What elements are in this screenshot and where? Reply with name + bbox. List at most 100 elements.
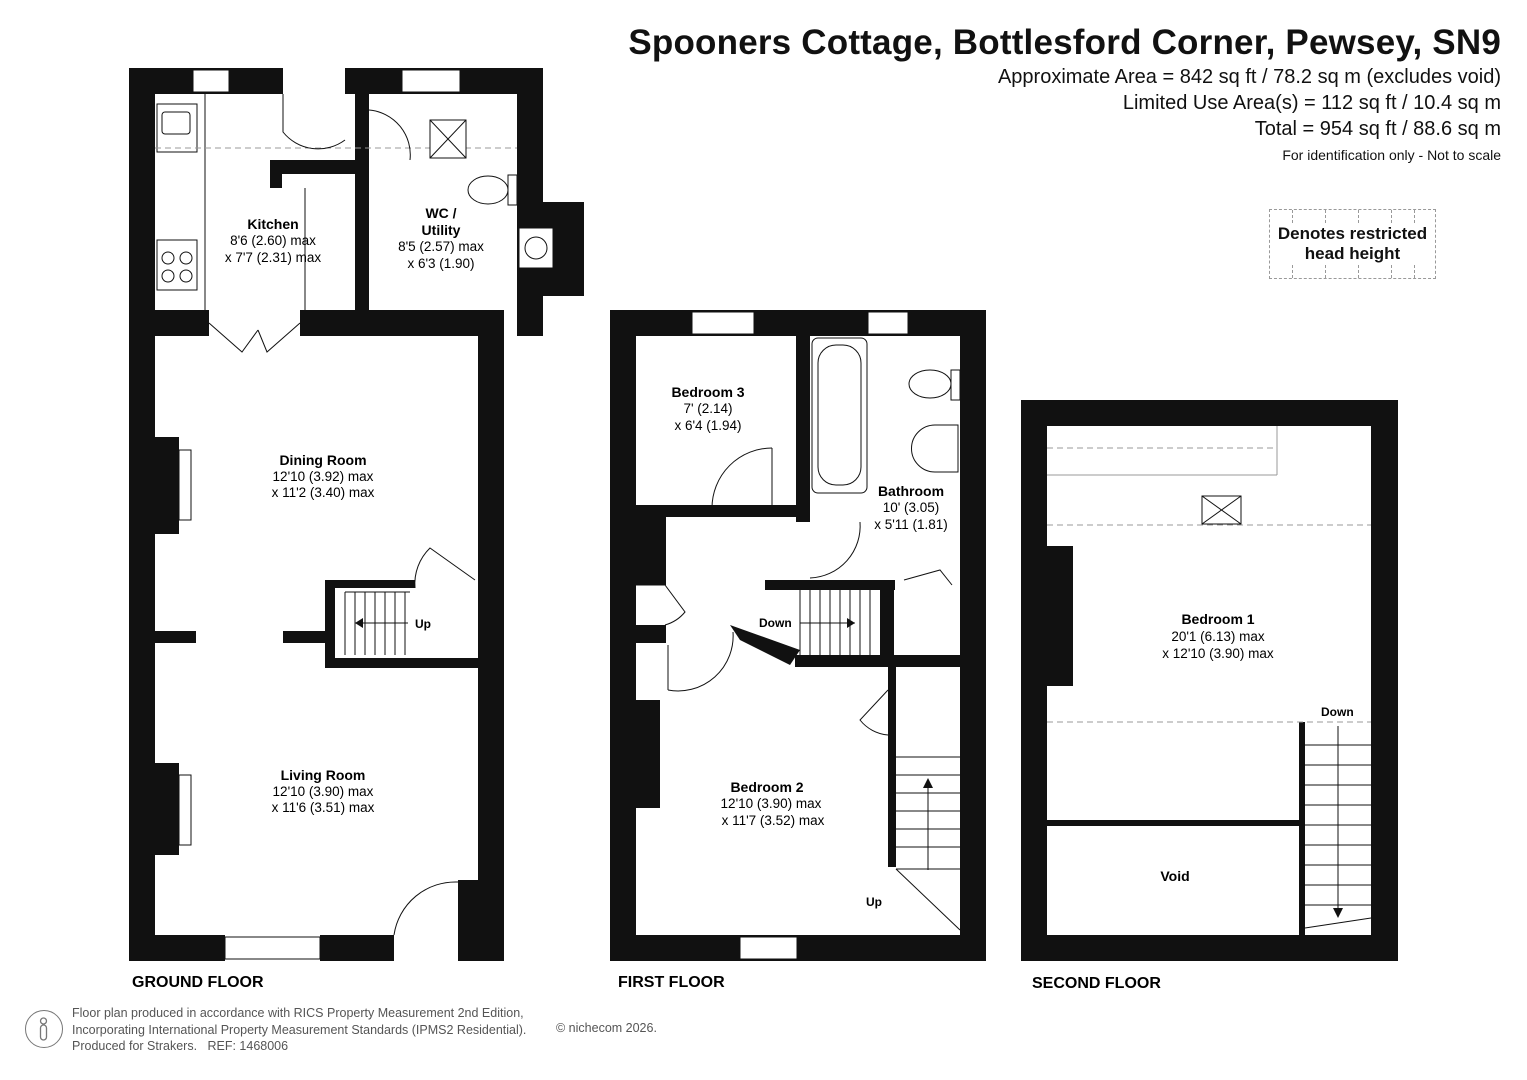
door	[636, 584, 686, 626]
kitchen-dim: 8'6 (2.60) max	[230, 233, 316, 248]
wall	[458, 880, 478, 961]
wall	[888, 667, 896, 867]
wall	[960, 310, 986, 961]
copyright: © nichecom 2026.	[556, 1021, 657, 1035]
wall	[1371, 400, 1398, 961]
void-label: Void	[1160, 868, 1189, 884]
hearth	[178, 449, 192, 521]
bedroom-3-dim: 7' (2.14)	[683, 401, 732, 416]
door	[282, 94, 346, 150]
page-title: Spooners Cottage, Bottlesford Corner, Pe…	[628, 23, 1501, 62]
ground-stairs-up-label: Up	[415, 617, 431, 631]
wall	[610, 310, 636, 961]
door	[667, 631, 734, 692]
basin	[911, 424, 959, 473]
wall	[129, 310, 209, 336]
header: Spooners Cottage, Bottlesford Corner, Pe…	[628, 22, 1501, 166]
wall	[1021, 935, 1398, 961]
approximate-area: Approximate Area = 842 sq ft / 78.2 sq m…	[997, 66, 1501, 88]
ground-stairs	[344, 591, 410, 655]
door	[414, 547, 476, 589]
wall	[1047, 820, 1305, 826]
window	[739, 936, 798, 960]
ground-floor-label: GROUND FLOOR	[132, 974, 264, 991]
wc-label: WC /	[425, 205, 456, 221]
chimney	[636, 505, 666, 585]
second-stairs	[1304, 726, 1372, 929]
wall	[325, 580, 415, 588]
wall	[796, 336, 810, 522]
footer-line: Floor plan produced in accordance with R…	[72, 1006, 524, 1020]
wall	[880, 580, 894, 660]
double-door	[208, 322, 301, 353]
toilet	[467, 175, 509, 205]
wall	[129, 631, 196, 643]
door	[903, 569, 953, 586]
bedroom-2-dim: x 11'7 (3.52) max	[722, 813, 825, 828]
bedroom-1-label: Bedroom 1	[1181, 611, 1254, 627]
total-area: Total = 954 sq ft / 88.6 sq m	[1254, 118, 1501, 140]
window	[691, 311, 755, 335]
wall	[636, 625, 666, 643]
window	[224, 936, 321, 960]
bedroom-3-dim: x 6'4 (1.94)	[674, 418, 741, 433]
legend-line-1: Denotes restricted	[1277, 224, 1428, 243]
bathroom-label: Bathroom	[878, 483, 944, 499]
chimney	[636, 700, 660, 808]
first-stairs-down-label: Down	[759, 616, 792, 630]
first-stairs-up-label: Up	[866, 895, 882, 909]
second-floor-plan	[1021, 400, 1398, 961]
footer: Floor plan produced in accordance with R…	[72, 1005, 526, 1055]
window	[867, 311, 909, 335]
living-room-label: Living Room	[281, 767, 366, 783]
bedroom-1-dim: x 12'10 (3.90) max	[1162, 646, 1274, 661]
door	[859, 689, 889, 736]
appliance	[518, 227, 554, 269]
wall	[1021, 400, 1398, 426]
footer-line: Produced for Strakers. REF: 1468006	[72, 1039, 289, 1053]
bathroom-dim: 10' (3.05)	[883, 500, 940, 515]
wall	[345, 68, 359, 94]
wall	[478, 310, 504, 961]
wall	[730, 625, 800, 665]
first-stairs-up	[895, 756, 961, 931]
wc-label: Utility	[422, 222, 461, 238]
toilet	[908, 369, 952, 399]
door	[711, 447, 773, 509]
scale-note: For identification only - Not to scale	[1282, 147, 1501, 163]
kitchen-dim: x 7'7 (2.31) max	[225, 250, 322, 265]
wall	[300, 310, 504, 336]
bedroom-2-dim: 12'10 (3.90) max	[721, 796, 822, 811]
wall	[325, 658, 490, 668]
second-stairs-down-label: Down	[1321, 705, 1354, 719]
wall	[270, 160, 360, 174]
sink-bowl	[161, 111, 191, 135]
wc-dim: 8'5 (2.57) max	[398, 239, 484, 254]
dining-room-dim: x 11'2 (3.40) max	[272, 485, 375, 500]
living-room-dim: x 11'6 (3.51) max	[272, 800, 375, 815]
first-floor-label: FIRST FLOOR	[618, 974, 725, 991]
wall	[1021, 400, 1047, 961]
bathroom-dim: x 5'11 (1.81)	[874, 517, 948, 532]
wall	[129, 935, 225, 961]
wall	[636, 505, 774, 517]
chimney	[1047, 546, 1073, 686]
wall	[283, 631, 325, 643]
kitchen-label: Kitchen	[247, 216, 298, 232]
bedroom-1-dim: 20'1 (6.13) max	[1171, 629, 1265, 644]
bath	[811, 337, 868, 494]
footer-line: Incorporating International Property Mea…	[72, 1022, 527, 1037]
dining-room-label: Dining Room	[279, 452, 366, 468]
wc-dim: x 6'3 (1.90)	[407, 256, 474, 271]
wall	[320, 935, 394, 961]
wall	[610, 310, 986, 336]
ground-floor-plan	[129, 68, 584, 961]
wall	[1299, 722, 1305, 935]
wall	[129, 68, 155, 961]
bedroom-2-label: Bedroom 2	[730, 779, 803, 795]
wall	[517, 296, 543, 336]
first-floor-plan	[610, 310, 986, 961]
window	[401, 69, 461, 93]
door	[368, 109, 411, 161]
